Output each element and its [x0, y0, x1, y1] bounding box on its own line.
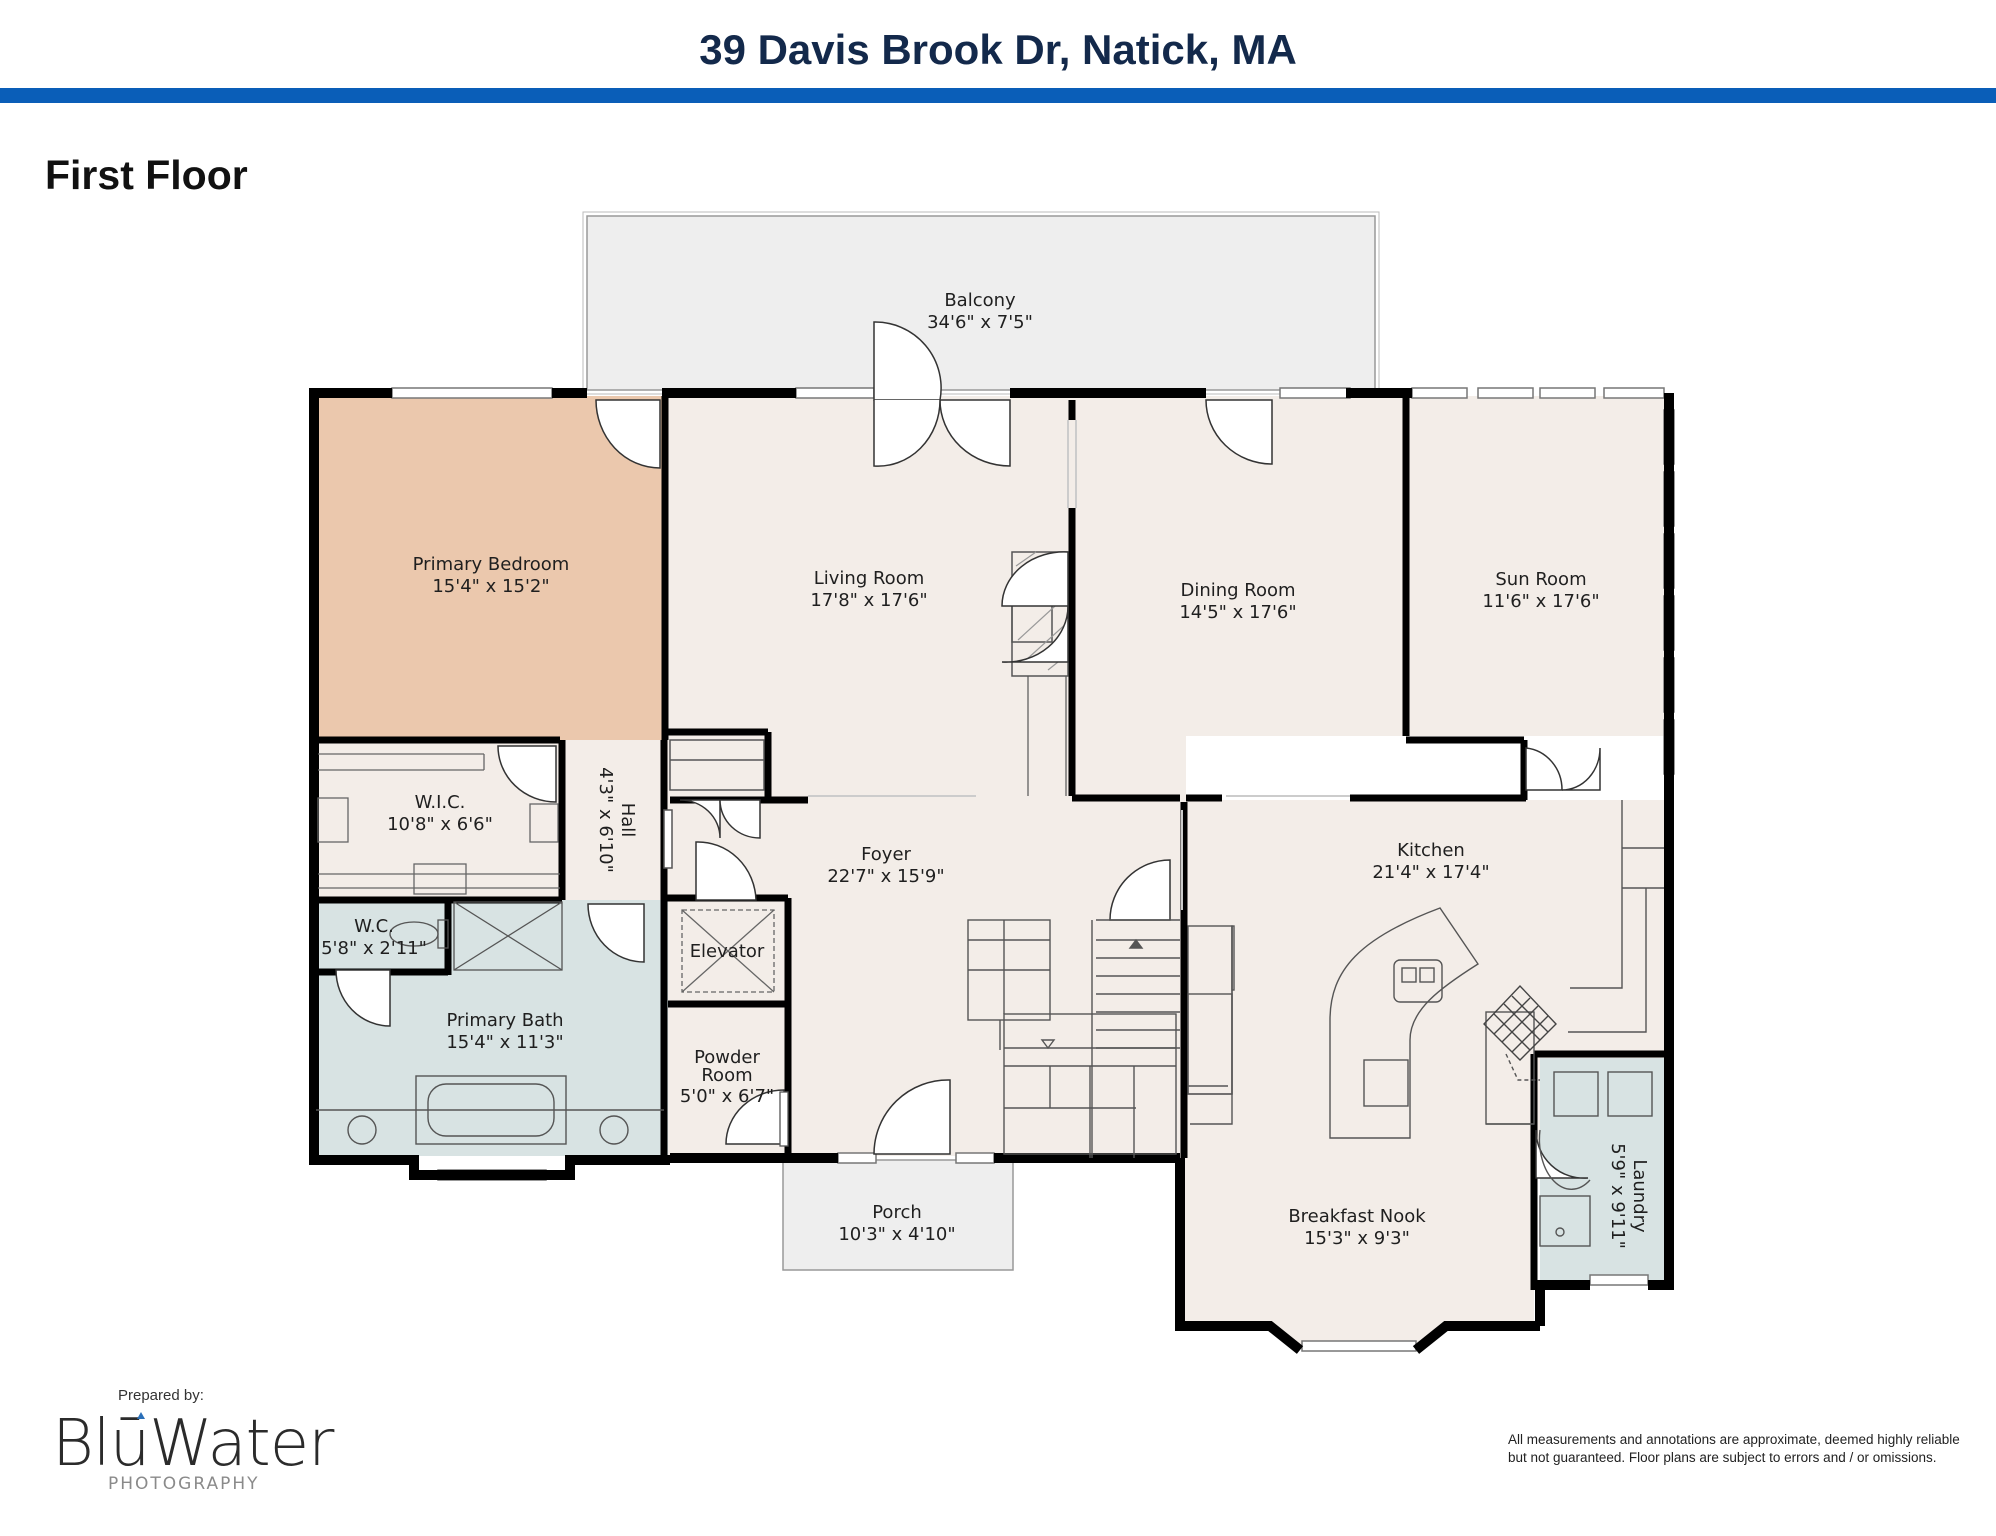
page-title: 39 Davis Brook Dr, Natick, MA — [699, 26, 1297, 73]
laundry-label: Laundry — [1629, 1159, 1650, 1233]
powder-room-dims: 5'0" x 6'7" — [680, 1086, 774, 1107]
wine-rack-icon — [1483, 984, 1557, 1061]
primary-bedroom-label: Primary Bedroom — [413, 554, 570, 575]
wc-dims: 5'8" x 2'11" — [321, 938, 427, 959]
sun-room-label: Sun Room — [1495, 569, 1586, 590]
elevator-shaft — [681, 909, 775, 993]
porch-dims: 10'3" x 4'10" — [838, 1224, 955, 1245]
primary-bath-label: Primary Bath — [446, 1010, 563, 1031]
living-room-label: Living Room — [814, 568, 925, 589]
logo-wordmark: BlūWater — [52, 1407, 334, 1481]
logo-subtext: PHOTOGRAPHY — [108, 1474, 260, 1494]
primary-bedroom-dims: 15'4" x 15'2" — [432, 576, 549, 597]
kitchen-dims: 21'4" x 17'4" — [1372, 862, 1489, 883]
dining-room-dims: 14'5" x 17'6" — [1179, 602, 1296, 623]
sun-room-dims: 11'6" x 17'6" — [1482, 591, 1599, 612]
header-bar — [0, 88, 1996, 103]
balcony-dims: 34'6" x 7'5" — [927, 312, 1033, 333]
living-room-dims: 17'8" x 17'6" — [810, 590, 927, 611]
dining-room-label: Dining Room — [1180, 580, 1295, 601]
powder-room-label-2: Room — [701, 1065, 752, 1086]
porch-area — [782, 1159, 1014, 1271]
balcony-area — [586, 215, 1376, 391]
wic-dims: 10'8" x 6'6" — [387, 814, 493, 835]
breakfast-nook-dims: 15'3" x 9'3" — [1304, 1228, 1410, 1249]
company-logo: BlūWater PHOTOGRAPHY — [52, 1406, 334, 1506]
floor-label: First Floor — [45, 152, 248, 198]
foyer-dims: 22'7" x 15'9" — [827, 866, 944, 887]
laundry-dims: 5'9" x 9'11" — [1607, 1143, 1628, 1249]
wic-label: W.I.C. — [415, 792, 466, 813]
primary-bedroom-floor — [314, 396, 668, 740]
balcony-label: Balcony — [944, 290, 1016, 311]
prepared-by-label: Prepared by: — [118, 1387, 204, 1404]
foyer-label: Foyer — [861, 844, 911, 865]
porch-label: Porch — [872, 1202, 922, 1223]
hall-dims: 4'3" x 6'10" — [595, 767, 616, 873]
wc-label: W.C. — [354, 916, 394, 937]
primary-bath-dims: 15'4" x 11'3" — [446, 1032, 563, 1053]
disclaimer-text: All measurements and annotations are app… — [1508, 1432, 1960, 1465]
breakfast-nook-label: Breakfast Nook — [1288, 1206, 1426, 1227]
kitchen-label: Kitchen — [1397, 840, 1465, 861]
powder-room-label: Powder — [694, 1047, 760, 1068]
hall-label: Hall — [617, 803, 638, 838]
water-drop-icon — [137, 1412, 145, 1419]
laundry-floor — [1540, 1058, 1672, 1280]
elevator-label: Elevator — [690, 941, 765, 962]
